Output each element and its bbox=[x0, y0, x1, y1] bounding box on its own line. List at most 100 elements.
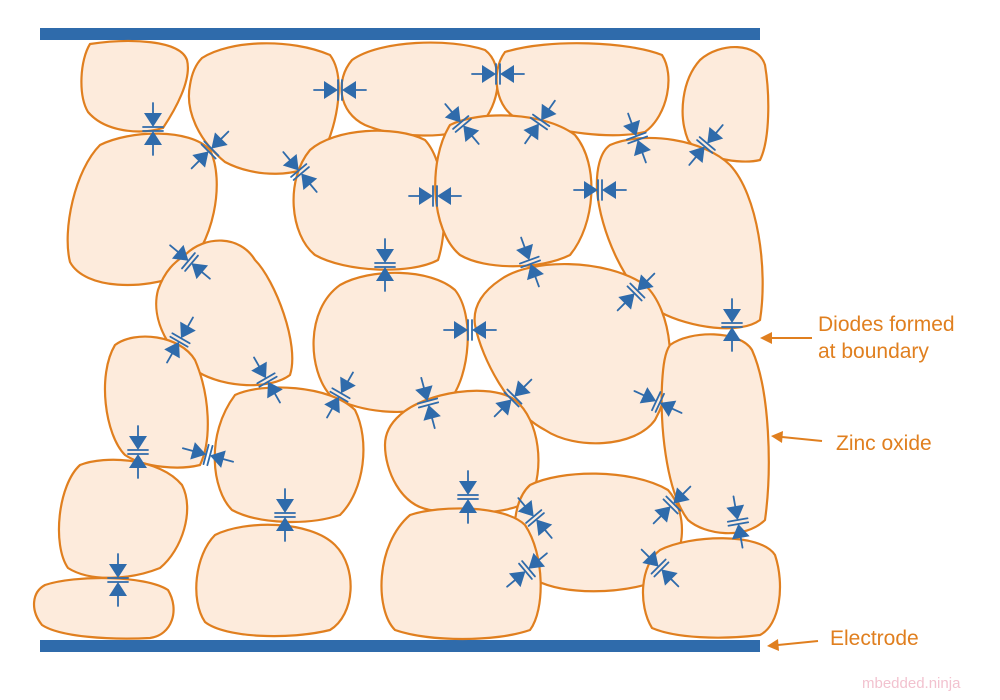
diode-icon bbox=[661, 569, 678, 586]
diode-cathode-bar bbox=[525, 509, 543, 524]
diode-icon bbox=[324, 396, 340, 414]
diode-cathode-bar bbox=[206, 444, 214, 467]
diodes-label-line2: at boundary bbox=[818, 340, 929, 363]
diode-icon bbox=[444, 105, 461, 123]
grain bbox=[434, 114, 593, 268]
diode-cathode-bar bbox=[527, 512, 545, 527]
electrode-label: Electrode bbox=[830, 627, 919, 650]
diode-lead bbox=[544, 529, 553, 539]
diode-lead bbox=[420, 376, 425, 389]
diode-icon bbox=[211, 132, 228, 149]
diode-cathode-bar bbox=[258, 375, 278, 388]
diode-icon bbox=[495, 399, 512, 416]
zinc-oxide-arrow-line bbox=[781, 436, 823, 442]
diode-icon bbox=[523, 123, 539, 141]
diode-pair-icon bbox=[374, 238, 396, 292]
diode-lead bbox=[538, 552, 548, 561]
diode-lead bbox=[326, 407, 333, 419]
arrow-icon bbox=[760, 332, 772, 344]
diode-lead bbox=[670, 578, 680, 588]
diode-pair-icon bbox=[190, 130, 230, 170]
diode-lead bbox=[640, 548, 650, 558]
diode-icon bbox=[324, 81, 338, 99]
diode-cathode-bar bbox=[520, 259, 541, 269]
arrow-icon bbox=[767, 639, 779, 651]
diode-cathode-bar bbox=[417, 401, 440, 409]
diode-pair-icon bbox=[282, 151, 318, 193]
diode-icon bbox=[109, 582, 127, 596]
diode-icon bbox=[144, 113, 162, 127]
grain bbox=[641, 537, 782, 639]
diode-lead bbox=[444, 103, 453, 113]
diode-icon bbox=[340, 376, 356, 394]
diode-cathode-bar bbox=[200, 143, 217, 160]
diode-cathode-bar bbox=[256, 372, 276, 385]
diode-lead bbox=[523, 378, 533, 388]
diode-icon bbox=[437, 187, 451, 205]
grain bbox=[292, 129, 446, 271]
diode-pair-icon bbox=[688, 124, 724, 166]
diode-icon bbox=[376, 249, 394, 263]
diode-cathode-bar bbox=[662, 498, 679, 515]
grain bbox=[495, 42, 670, 137]
diode-lead bbox=[506, 579, 516, 588]
diode-lead bbox=[201, 271, 211, 280]
diode-lead bbox=[633, 390, 645, 397]
diode-icon bbox=[618, 293, 635, 310]
diode-icon bbox=[723, 327, 741, 341]
arrow-icon bbox=[771, 431, 783, 443]
diode-cathode-bar bbox=[331, 387, 351, 400]
diode-icon bbox=[528, 552, 546, 569]
diode-icon bbox=[251, 361, 267, 379]
diode-pair-icon bbox=[652, 485, 692, 525]
diode-pair-icon bbox=[493, 378, 533, 418]
diode-cathode-bar bbox=[532, 113, 551, 127]
diode-cathode-bar bbox=[698, 136, 716, 151]
diode-icon bbox=[527, 263, 544, 281]
diode-icon bbox=[109, 564, 127, 578]
diode-pair-icon bbox=[313, 79, 367, 101]
diode-pair-icon bbox=[640, 548, 680, 588]
diode-lead bbox=[652, 515, 662, 525]
callout-zinc-oxide: Zinc oxide bbox=[771, 431, 932, 455]
diode-lead bbox=[688, 156, 697, 166]
diode-pair-icon bbox=[471, 63, 525, 85]
diode-icon bbox=[129, 454, 147, 468]
diode-lead bbox=[253, 356, 260, 368]
diode-cathode-bar bbox=[452, 115, 470, 130]
diode-cathode-bar bbox=[171, 332, 191, 345]
diode-icon bbox=[602, 181, 616, 199]
diode-cathode-bar bbox=[653, 561, 670, 578]
diode-icon bbox=[301, 173, 318, 191]
diode-lead bbox=[534, 276, 540, 288]
diodes bbox=[107, 63, 750, 607]
diode-icon bbox=[659, 400, 677, 417]
grain bbox=[195, 523, 352, 638]
diode-lead bbox=[347, 371, 354, 383]
diode-icon bbox=[688, 146, 705, 164]
diode-cathode-bar bbox=[169, 335, 189, 348]
diode-icon bbox=[707, 126, 724, 144]
diode-cathode-bar bbox=[626, 131, 647, 141]
diode-cathode-bar bbox=[650, 558, 667, 575]
diode-icon bbox=[144, 131, 162, 145]
diode-icon bbox=[514, 380, 531, 397]
diode-pair-icon bbox=[169, 244, 211, 280]
diode-icon bbox=[584, 181, 598, 199]
diode-lead bbox=[181, 447, 194, 452]
diode-icon bbox=[276, 517, 294, 531]
diode-lead bbox=[627, 112, 633, 124]
diode-cathode-bar bbox=[654, 392, 665, 413]
diode-pair-icon bbox=[274, 488, 296, 542]
diode-pair-icon bbox=[616, 272, 656, 312]
diode-icon bbox=[723, 309, 741, 323]
diode-icon bbox=[634, 139, 651, 157]
diode-lead bbox=[169, 244, 179, 253]
diode-icon bbox=[508, 571, 526, 588]
diode-cathode-bar bbox=[203, 140, 220, 157]
diode-cathode-bar bbox=[292, 166, 310, 181]
diode-icon bbox=[267, 381, 283, 399]
diode-cathode-bar bbox=[503, 391, 520, 408]
grain bbox=[155, 239, 294, 387]
